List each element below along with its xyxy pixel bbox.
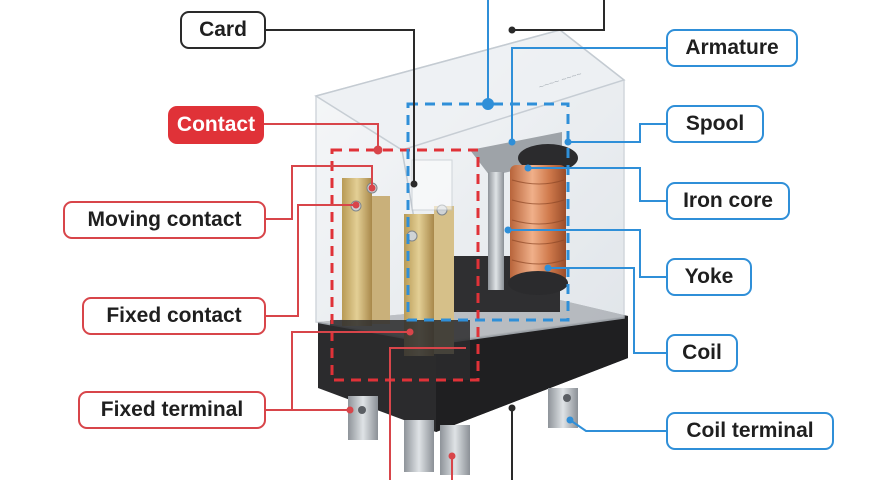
blue-leader-dots (482, 98, 574, 424)
label-contact-text: Contact (176, 113, 256, 136)
label-armature: Armature (666, 29, 798, 67)
label-moving-contact-text: Moving contact (87, 208, 242, 231)
label-iron-core-text: Iron core (683, 189, 773, 212)
label-yoke: Yoke (666, 258, 752, 296)
black-leaders (266, 0, 605, 480)
terminal-pins (348, 388, 578, 475)
black-leader-dots (410, 26, 516, 412)
coil-spool (508, 144, 578, 295)
label-fixed-terminal: Fixed terminal (78, 391, 266, 429)
label-iron-core: Iron core (666, 182, 790, 220)
label-coil-text: Coil (682, 341, 722, 364)
label-fixed-contact-text: Fixed contact (106, 304, 242, 327)
contact-highlight-box (330, 148, 480, 382)
label-yoke-text: Yoke (684, 265, 734, 288)
label-card-text: Card (199, 18, 247, 41)
label-coil: Coil (666, 334, 738, 372)
card-part (411, 159, 453, 211)
label-coil-terminal: Coil terminal (666, 412, 834, 450)
label-armature-text: Armature (685, 36, 779, 59)
label-spool: Spool (666, 105, 764, 143)
label-card: Card (180, 11, 266, 49)
label-spool-text: Spool (685, 112, 745, 135)
label-fixed-contact: Fixed contact (82, 297, 266, 335)
label-contact: Contact (168, 106, 264, 144)
label-moving-contact: Moving contact (63, 201, 266, 239)
label-coil-terminal-text: Coil terminal (686, 419, 814, 442)
blue-leaders (487, 0, 666, 432)
contact-blades (330, 178, 470, 380)
red-leaders (264, 123, 466, 480)
label-fixed-terminal-text: Fixed terminal (100, 398, 244, 421)
red-leader-dots (346, 145, 456, 460)
